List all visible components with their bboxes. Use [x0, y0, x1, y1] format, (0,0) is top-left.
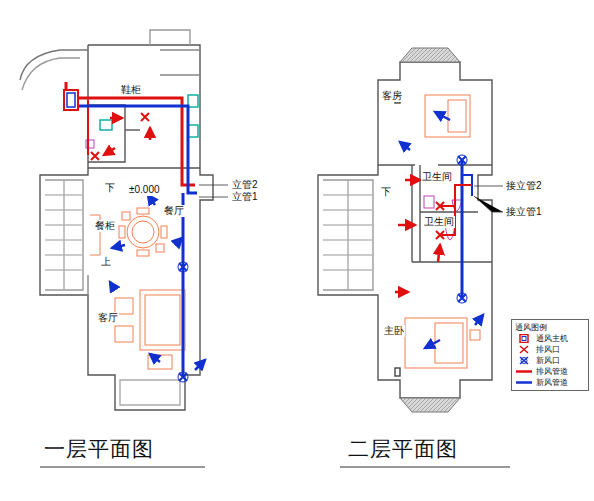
legend-row: 排风口 [515, 344, 585, 355]
bath-fixtures [86, 140, 462, 240]
room-label: 接立管2 [505, 180, 543, 192]
legend-row: 新风口 [515, 355, 585, 366]
room-label: 接立管1 [505, 206, 543, 218]
bay-window [400, 398, 460, 412]
floor2-walls [318, 62, 492, 398]
legend-text: 新风口 [536, 356, 560, 366]
room-label: 卫生间 [423, 216, 455, 228]
room-label: 下 [104, 182, 116, 194]
legend-sample [515, 334, 533, 343]
legend-sample [515, 367, 533, 376]
legend-row: 新风管道 [515, 377, 585, 388]
plan-title: 二层平面图 [348, 436, 458, 462]
legend-sample [515, 356, 533, 365]
legend-text: 排风管道 [536, 367, 568, 377]
legend-panel: 通风图例通风主机排风口新风口排风管道新风管道 [511, 319, 589, 391]
plan-title-text: 一层平面图 [44, 436, 154, 462]
floor1-walls [20, 30, 213, 410]
fresh-outlets [178, 155, 467, 382]
floor2-furniture [405, 95, 480, 368]
legend-sample [515, 345, 533, 354]
room-label: 主卧 [383, 325, 405, 337]
room-label: 客房 [381, 90, 403, 102]
vent-unit [64, 82, 78, 110]
room-label: 餐厅 [163, 205, 185, 217]
room-label: 客厅 [97, 312, 119, 324]
floor1-furniture [90, 208, 185, 369]
room-label: 下 [380, 186, 392, 198]
legend-row: 通风主机 [515, 333, 585, 344]
ducts [74, 98, 472, 377]
exhaust-outlets [91, 113, 444, 239]
room-label: 立管2 [231, 179, 259, 191]
legend-heading: 通风图例 [515, 322, 585, 333]
legend-text: 新风管道 [536, 378, 568, 388]
legend-row: 排风管道 [515, 366, 585, 377]
plan-title-text: 二层平面图 [348, 436, 458, 462]
legend-sample [515, 378, 533, 387]
legend-text: 排风口 [536, 345, 560, 355]
room-label: 上 [100, 256, 112, 268]
room-label: 鞋柜 [120, 84, 142, 96]
bay-window [400, 48, 460, 62]
airflow-arrows [104, 112, 483, 370]
legend-text: 通风主机 [536, 334, 568, 344]
room-label: 餐柜 [94, 220, 116, 232]
room-label: ±0.000 [128, 184, 161, 196]
plan-title: 一层平面图 [44, 436, 154, 462]
leader-lines [40, 185, 510, 467]
room-label: 立管1 [231, 191, 259, 203]
room-label: 卫生间 [421, 171, 453, 183]
